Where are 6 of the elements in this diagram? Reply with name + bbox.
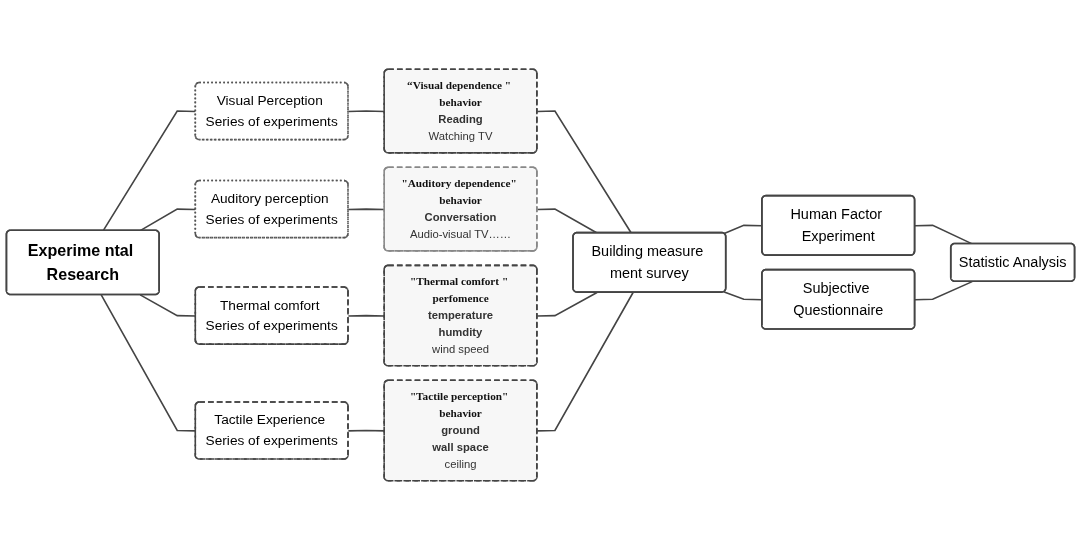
connector (536, 291, 634, 432)
connector (536, 291, 598, 317)
connector (536, 208, 598, 234)
connector (914, 280, 973, 301)
connector (914, 224, 973, 245)
connector (536, 110, 633, 234)
